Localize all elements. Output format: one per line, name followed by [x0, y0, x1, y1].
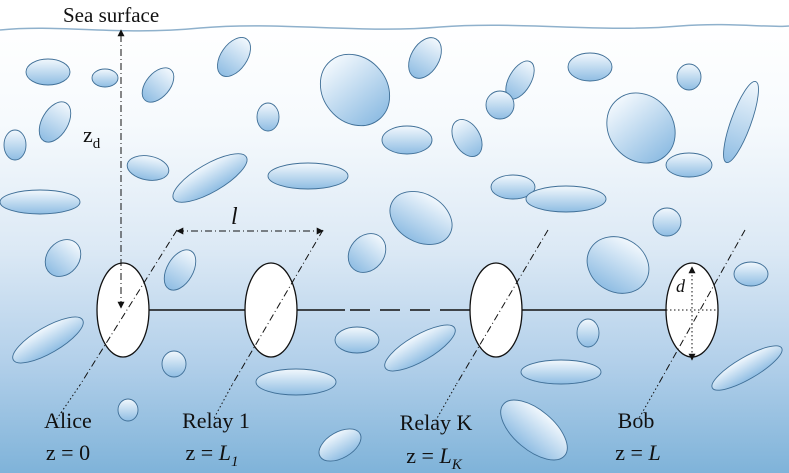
particle [25, 58, 71, 86]
particle [163, 249, 197, 291]
particle [733, 261, 769, 287]
particle [389, 191, 453, 245]
particle [723, 80, 759, 164]
particle-group [0, 37, 783, 462]
particle [500, 399, 568, 461]
relay-1-aperture [244, 262, 298, 358]
sea-surface-line [0, 23, 789, 32]
particle [408, 37, 442, 79]
aperture-label: d [676, 276, 686, 296]
relay-k-coord-label: z = LK [406, 443, 462, 473]
particle [44, 239, 82, 277]
node-axes [79, 229, 746, 386]
particle [665, 152, 713, 178]
particle [586, 236, 650, 294]
particle [255, 368, 337, 396]
particle [676, 63, 702, 91]
sea-surface-label: Sea surface [63, 3, 159, 27]
relay-k-aperture [469, 262, 523, 358]
particle [3, 129, 27, 161]
particle [141, 67, 175, 103]
particle [217, 37, 251, 77]
particle [567, 52, 613, 82]
particle [485, 90, 515, 120]
particle [267, 162, 349, 190]
particle [451, 119, 483, 157]
particle [384, 324, 456, 372]
alice-name-label: Alice [44, 408, 92, 433]
bob-name-label: Bob [618, 408, 655, 433]
particle [91, 68, 119, 88]
particle [576, 318, 600, 348]
relay-1-name-label: Relay 1 [182, 408, 250, 433]
particle [381, 125, 433, 155]
particle [172, 153, 248, 203]
alice-aperture [96, 262, 150, 358]
particle [117, 398, 139, 422]
particle [0, 189, 81, 215]
relay-1-coord-label: z = L1 [186, 440, 239, 470]
label-leaders [55, 384, 659, 421]
particle [38, 101, 72, 143]
particle [652, 207, 682, 237]
particle [318, 428, 362, 462]
particle [126, 155, 170, 181]
particle [334, 326, 380, 354]
particle [525, 185, 607, 213]
particle [12, 316, 84, 364]
particle [256, 102, 280, 132]
spacing-label: l [231, 204, 238, 230]
alice-coord-label: z = 0 [46, 440, 90, 465]
particle [490, 174, 536, 200]
depth-label: zd [83, 122, 101, 152]
particle [711, 345, 783, 391]
particle [520, 359, 602, 385]
particle [319, 53, 391, 127]
particle [347, 233, 387, 273]
water-body [0, 24, 789, 473]
relay-k-name-label: Relay K [400, 410, 473, 435]
bob-coord-label: z = L [615, 440, 660, 465]
particle [606, 92, 676, 164]
particle [161, 350, 187, 378]
